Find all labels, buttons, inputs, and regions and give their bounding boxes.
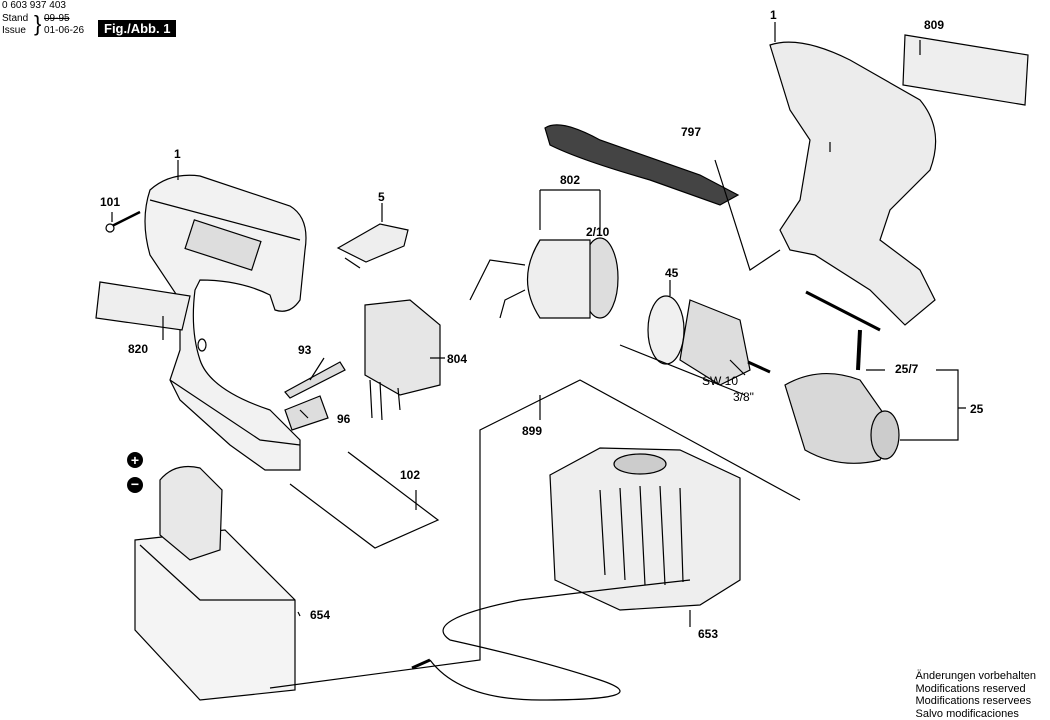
label-sticker-left bbox=[95, 281, 191, 331]
cable bbox=[429, 579, 691, 701]
contact-holder bbox=[284, 395, 329, 431]
callout-label-left: 820 bbox=[128, 342, 149, 356]
gearbox bbox=[679, 299, 771, 386]
issue-label: Issue bbox=[2, 25, 26, 36]
stand-value: 09-95 bbox=[44, 13, 70, 24]
wire-clip bbox=[289, 451, 440, 549]
callout-charger: 653 bbox=[698, 627, 719, 641]
note-es: Salvo modificaciones bbox=[915, 707, 1019, 720]
screw-101 bbox=[105, 210, 141, 233]
callout-chuck-group: 25 bbox=[970, 402, 984, 416]
issue-value: 01-06-26 bbox=[44, 25, 85, 36]
switch-clip bbox=[336, 223, 409, 269]
minus-icon: − bbox=[127, 477, 143, 493]
housing-left bbox=[144, 174, 307, 471]
callout-charger-group: 899 bbox=[522, 424, 543, 438]
strap bbox=[544, 124, 740, 206]
stand-label: Stand bbox=[2, 13, 29, 24]
callout-housing-right: 1 bbox=[770, 8, 777, 22]
callout-housing-left: 1 bbox=[174, 147, 181, 161]
ring-gear bbox=[647, 295, 685, 365]
callout-chuck-key: 25/7 bbox=[895, 362, 919, 376]
part-number: 0 603 937 403 bbox=[2, 0, 66, 11]
plus-icon: + bbox=[127, 452, 143, 468]
callout-motor-group: 802 bbox=[560, 173, 581, 187]
callout-gearbox-size: SW 10 bbox=[702, 374, 739, 388]
callout-switch: 804 bbox=[447, 352, 468, 366]
brace-icon: } bbox=[34, 11, 42, 36]
contact bbox=[284, 361, 346, 399]
modifications-notice: Änderungen vorbehalten Modifications res… bbox=[916, 670, 1036, 720]
note-en: Modifications reserved bbox=[915, 682, 1026, 695]
callout-contact: 93 bbox=[298, 343, 312, 357]
figure-label: Fig./Abb. 1 bbox=[98, 20, 177, 37]
chuck-key bbox=[805, 290, 881, 371]
callout-spindle-thread: 3/8" bbox=[733, 390, 754, 404]
callout-strap: 797 bbox=[681, 125, 702, 139]
note-fr: Modifications reservees bbox=[915, 695, 1032, 707]
callout-motor: 2/10 bbox=[586, 225, 610, 239]
callout-screw: 101 bbox=[100, 195, 121, 209]
charger bbox=[549, 447, 741, 611]
note-de: Änderungen vorbehalten bbox=[915, 670, 1036, 682]
chuck bbox=[784, 372, 900, 464]
callout-switch-clip: 5 bbox=[378, 190, 385, 204]
label-sticker-right bbox=[902, 34, 1029, 106]
battery-pack bbox=[134, 465, 296, 701]
callout-label-right: 809 bbox=[924, 18, 945, 32]
callout-ring-gear: 45 bbox=[665, 266, 679, 280]
plug bbox=[411, 658, 431, 670]
callout-battery: 654 bbox=[310, 608, 331, 622]
switch bbox=[364, 299, 441, 421]
housing-right bbox=[769, 41, 937, 326]
callout-contact-holder: 96 bbox=[337, 412, 351, 426]
motor bbox=[469, 237, 619, 319]
callout-wire-clip: 102 bbox=[400, 468, 421, 482]
